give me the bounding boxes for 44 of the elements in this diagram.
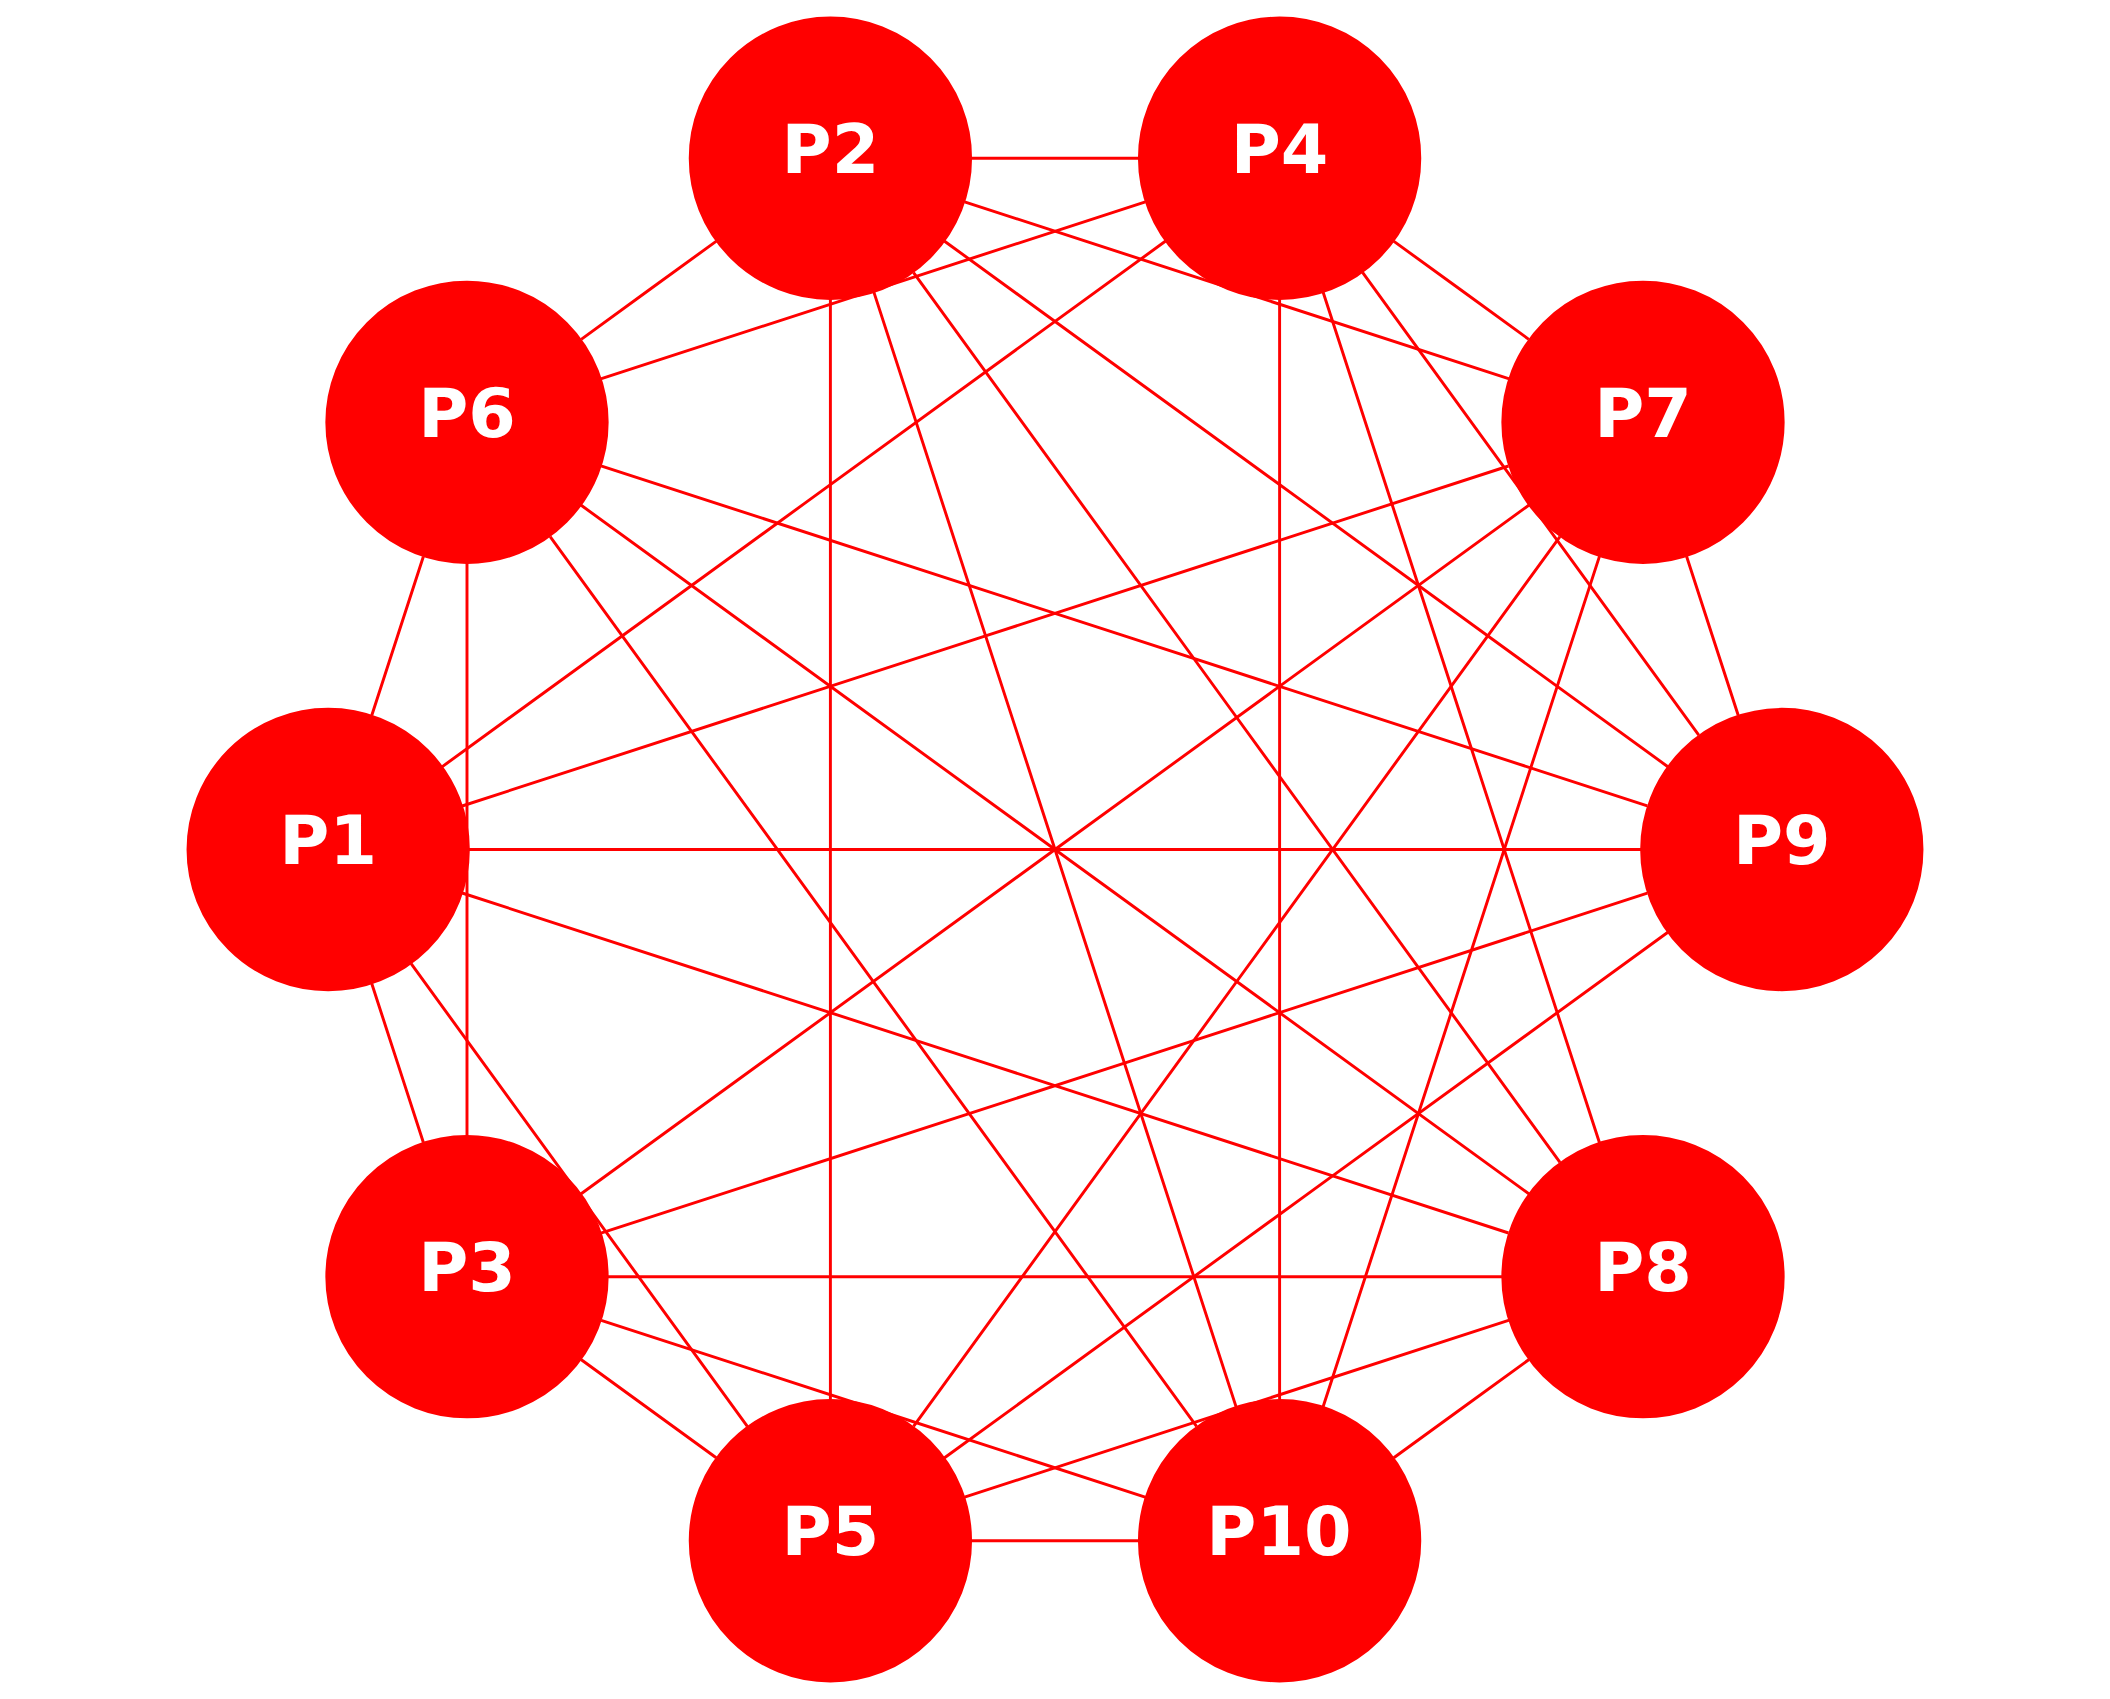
connector — [964, 1318, 1510, 1499]
connector — [1685, 555, 1740, 716]
connector — [912, 535, 1562, 1428]
connector — [441, 239, 1167, 768]
connector — [964, 200, 1510, 381]
connector — [370, 556, 425, 716]
connector — [461, 464, 1509, 808]
connector — [1392, 239, 1530, 341]
connector — [580, 239, 718, 341]
connector — [370, 983, 425, 1143]
node-circle: P8 — [1501, 1135, 1785, 1419]
node-circle: P10 — [1137, 1399, 1422, 1683]
connector — [1278, 299, 1282, 1400]
connector — [828, 299, 832, 1400]
connector — [600, 464, 1648, 808]
connector — [1361, 271, 1700, 737]
node-circle: P2 — [688, 16, 973, 300]
connector — [600, 200, 1146, 381]
connector — [600, 1318, 1147, 1499]
node-circle: P6 — [325, 280, 609, 564]
connector — [943, 931, 1669, 1460]
node-circle: P9 — [1640, 707, 1924, 992]
connector — [548, 535, 1198, 1428]
connector — [1321, 555, 1601, 1408]
node-circle: P1 — [186, 707, 470, 992]
node-circle: P5 — [688, 1399, 973, 1683]
connector — [580, 1358, 718, 1459]
connector — [465, 562, 469, 1136]
connector — [1321, 291, 1601, 1144]
connector — [607, 1275, 1503, 1279]
connector — [971, 156, 1139, 160]
connector — [1392, 1358, 1530, 1459]
node-circle: P7 — [1501, 280, 1785, 564]
connector — [600, 891, 1648, 1235]
connector — [943, 239, 1669, 768]
node-circle: P3 — [325, 1135, 609, 1419]
node-circle: P4 — [1137, 16, 1422, 300]
connector — [461, 891, 1509, 1235]
connector — [579, 503, 1530, 1196]
connector — [409, 962, 749, 1428]
connector — [872, 291, 1238, 1408]
connector — [468, 848, 1642, 851]
connector — [912, 271, 1562, 1164]
connector — [971, 1539, 1139, 1543]
